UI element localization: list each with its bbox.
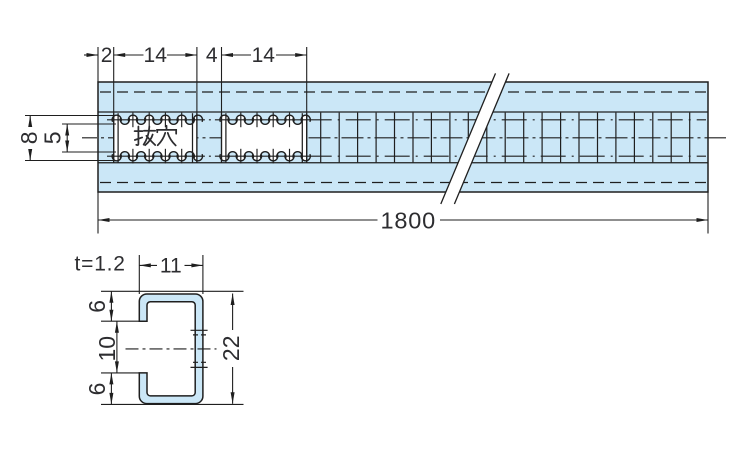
svg-text:4: 4 <box>206 44 218 67</box>
svg-text:6: 6 <box>84 383 110 396</box>
svg-text:8: 8 <box>16 131 42 144</box>
svg-text:6: 6 <box>84 300 110 313</box>
svg-text:14: 14 <box>252 44 276 67</box>
svg-text:1800: 1800 <box>381 208 436 234</box>
svg-text:22: 22 <box>218 336 244 362</box>
svg-text:2: 2 <box>101 44 113 67</box>
svg-text:11: 11 <box>160 254 182 277</box>
svg-text:10: 10 <box>94 336 120 362</box>
svg-text:14: 14 <box>144 44 168 67</box>
svg-text:5: 5 <box>40 131 66 144</box>
svg-text:t=1.2: t=1.2 <box>75 253 126 276</box>
